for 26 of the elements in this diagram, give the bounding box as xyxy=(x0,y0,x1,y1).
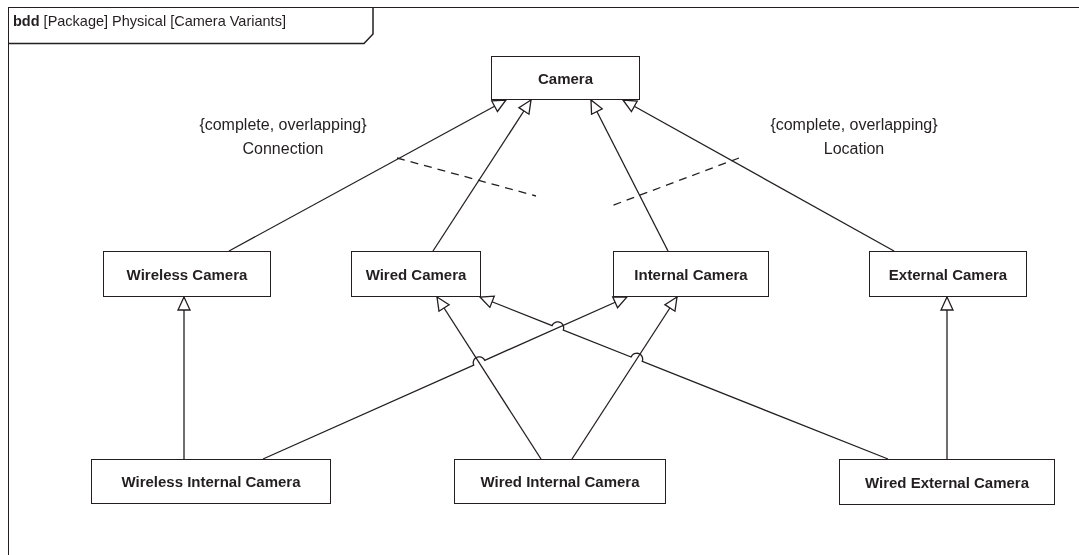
block-box: External Camera xyxy=(869,251,1027,297)
generalization-arrow xyxy=(432,99,532,252)
block-box: Wired Camera xyxy=(351,251,481,297)
frame-heading: bdd [Package] Physical [Camera Variants] xyxy=(13,13,286,29)
generalization-arrow xyxy=(940,296,954,460)
generalization-arrow xyxy=(228,99,507,252)
block-box: Internal Camera xyxy=(613,251,769,297)
block-box: Wired External Camera xyxy=(839,459,1055,505)
set-name: Location xyxy=(823,139,885,159)
block-box: Camera xyxy=(491,56,640,100)
generalization-arrow xyxy=(177,296,191,460)
block-box: Wireless Internal Camera xyxy=(91,459,331,504)
generalization-arrow xyxy=(262,296,628,460)
block-box: Wired Internal Camera xyxy=(454,459,666,504)
constraint-text: {complete, overlapping} xyxy=(199,115,367,135)
set-name: Connection xyxy=(242,139,324,159)
generalization-arrow xyxy=(436,296,542,460)
generalization-arrow xyxy=(622,99,895,252)
generalization-set-line xyxy=(610,157,740,207)
generalization-arrow xyxy=(571,296,678,460)
generalization-arrow xyxy=(590,99,669,252)
block-box: Wireless Camera xyxy=(103,251,271,297)
generalization-set-line xyxy=(396,157,537,197)
constraint-text: {complete, overlapping} xyxy=(770,115,938,135)
diagram-frame xyxy=(8,7,1079,555)
generalization-arrow xyxy=(479,295,889,460)
